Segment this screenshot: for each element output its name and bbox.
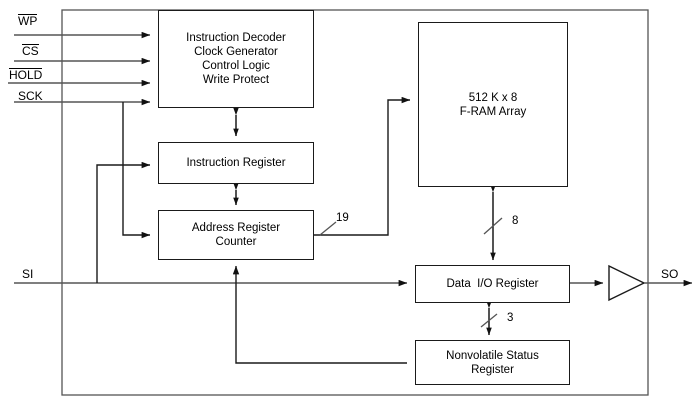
pin-label-cs-text: CS xyxy=(22,44,39,58)
output-buffer-icon xyxy=(608,264,646,302)
decoder-line-3: Control Logic xyxy=(202,60,270,72)
pin-label-hold-text: HOLD xyxy=(9,68,43,82)
pin-label-cs: CS xyxy=(22,44,39,58)
pin-label-sck: SCK xyxy=(18,90,43,103)
fram-array-line-1: 512 K x 8 xyxy=(468,91,518,104)
status-register-line-1: Nonvolatile Status xyxy=(446,349,539,362)
pin-label-si: SI xyxy=(22,268,33,281)
bus-width-label-data: 8 xyxy=(512,215,519,227)
block-address-register-counter[interactable]: Address Register Counter xyxy=(158,210,314,260)
pin-label-hold: HOLD xyxy=(9,68,43,82)
wire-address-bus-to-fram xyxy=(314,96,411,236)
chip-boundary xyxy=(61,9,649,396)
decoder-line-1: Instruction Decoder xyxy=(186,32,286,44)
pin-label-si-text: SI xyxy=(22,267,34,281)
block-fram-array[interactable]: 512 K x 8 F-RAM Array xyxy=(418,22,568,187)
instruction-register-label: Instruction Register xyxy=(186,157,286,169)
wire-status-to-address-register xyxy=(232,265,407,364)
address-register-line-2: Counter xyxy=(215,236,257,248)
block-data-io-register[interactable]: Data I/O Register xyxy=(415,265,570,303)
wire-si-to-instruction-register xyxy=(96,161,151,283)
pin-label-wp: WP xyxy=(18,14,38,28)
fram-array-line-2: F-RAM Array xyxy=(459,105,527,118)
wire-sck-to-address-register xyxy=(122,102,151,239)
pin-label-sck-text: SCK xyxy=(18,89,43,103)
pin-label-so-text: SO xyxy=(661,267,679,281)
address-register-line-1: Address Register xyxy=(191,222,281,234)
bus-width-label-address: 19 xyxy=(336,212,349,224)
decoder-line-4: Write Protect xyxy=(202,74,270,86)
status-register-line-2: Register xyxy=(471,363,514,376)
block-instruction-register[interactable]: Instruction Register xyxy=(158,142,314,184)
block-nonvolatile-status-register[interactable]: Nonvolatile Status Register xyxy=(415,340,570,385)
pin-label-wp-text: WP xyxy=(18,14,38,28)
bus-width-label-status: 3 xyxy=(507,312,514,324)
pin-label-so: SO xyxy=(661,268,678,281)
wire-status-bus-dataio-status xyxy=(480,300,498,336)
wire-data-bus-fram-dataio xyxy=(483,184,503,261)
block-instruction-decoder[interactable]: Instruction Decoder Clock Generator Cont… xyxy=(158,10,314,108)
data-io-register-label: Data I/O Register xyxy=(446,278,539,290)
decoder-line-2: Clock Generator xyxy=(194,46,278,58)
